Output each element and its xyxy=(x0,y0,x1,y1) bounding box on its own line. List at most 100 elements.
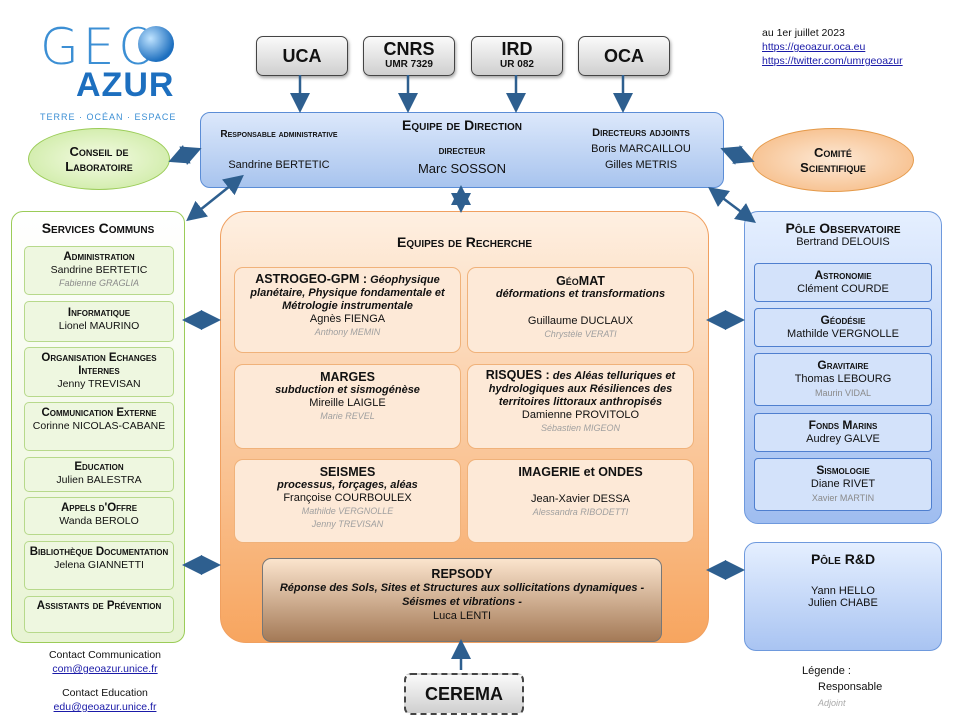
obs-gravitaire: Gravitaire Thomas LEBOURG Maurin VIDAL xyxy=(754,353,932,406)
service-name: Corinne NICOLAS-CABANE xyxy=(32,420,166,432)
team-lead: Jean-Xavier DESSA xyxy=(530,493,631,505)
comite-line2: Scientifique xyxy=(800,160,866,175)
contact-comm-email[interactable]: com@geoazur.unice.fr xyxy=(52,663,158,675)
deputies-title: Directeurs adjoints xyxy=(592,127,690,139)
team-lead: Damienne PROVITOLO xyxy=(521,409,640,421)
partner-uca: UCA xyxy=(256,36,348,76)
team-desc: des Aléas telluriques et hydrologiques a… xyxy=(488,370,676,408)
partner-name: CNRS xyxy=(383,39,435,59)
director-title: directeur xyxy=(438,145,486,157)
team-adjoint: Anthony MEMIN xyxy=(314,327,381,337)
partner-name: UCA xyxy=(282,46,322,66)
obs-fonds-marins: Fonds Marins Audrey GALVE xyxy=(754,413,932,452)
team-title: GéoMAT xyxy=(556,274,605,288)
obs-astronomie: Astronomie Clément COURDE xyxy=(754,263,932,302)
obs-adjoint: Maurin VIDAL xyxy=(814,388,872,398)
obs-title: Géodésie xyxy=(820,313,866,327)
observatoire-title: Pôle Observatoire xyxy=(785,220,901,236)
team-desc: Géophysique planétaire, Physique fondame… xyxy=(250,274,445,312)
obs-name: Mathilde VERGNOLLE xyxy=(787,328,899,340)
service-name: Jenny TREVISAN xyxy=(57,378,141,390)
team-adjoint: Marie REVEL xyxy=(320,411,375,421)
service-bibliotheque: Bibliothèque Documentation Jelena GIANNE… xyxy=(24,541,174,590)
team-risques: RISQUES : des Aléas telluriques et hydro… xyxy=(467,364,694,449)
team-adjoint-2: Jenny TREVISAN xyxy=(311,519,384,529)
team-title: MARGES xyxy=(320,370,375,384)
partner-name: OCA xyxy=(604,46,644,66)
conseil-laboratoire: Conseil de Laboratoire xyxy=(28,128,170,190)
team-desc: subduction et sismogénèse xyxy=(275,384,420,396)
team-lead: Françoise COURBOULEX xyxy=(283,492,412,504)
comite-scientifique: Comité Scientifique xyxy=(752,128,914,192)
info-twitter-link[interactable]: https://twitter.com/umrgeoazur xyxy=(762,55,903,67)
research-title: Equipes de Recherche xyxy=(396,234,533,250)
rd-name-1: Yann HELLO xyxy=(810,585,875,597)
obs-name: Clément COURDE xyxy=(797,283,889,295)
services-title: Services Communs xyxy=(41,220,155,236)
legend-adjoint: Adjoint xyxy=(818,698,846,708)
repsody-lead: Luca LENTI xyxy=(432,610,492,622)
service-communication: Communication Externe Corinne NICOLAS-CA… xyxy=(24,402,174,451)
team-adjoint: Mathilde VERGNOLLE xyxy=(301,506,394,516)
logo-tagline: TERRE · OCÉAN · ESPACE xyxy=(40,112,177,122)
obs-name: Thomas LEBOURG xyxy=(794,373,892,385)
service-title: Communication Externe xyxy=(41,407,157,419)
deputy-name-2: Gilles METRIS xyxy=(604,159,678,171)
arrow-comite xyxy=(720,145,755,165)
direction-box: Equipe de Direction Responsable administ… xyxy=(200,112,724,188)
conseil-line1: Conseil de xyxy=(69,144,129,159)
arrow-direction-services xyxy=(186,174,244,222)
legend-responsable: Responsable xyxy=(818,681,883,693)
legend: Légende : Responsable Adjoint xyxy=(802,663,922,711)
service-name: Lionel MAURINO xyxy=(58,320,140,332)
service-organisation: Organisation Echanges Internes Jenny TRE… xyxy=(24,347,174,397)
service-education: Education Julien BALESTRA xyxy=(24,457,174,492)
obs-title: Gravitaire xyxy=(817,358,869,372)
obs-title: Astronomie xyxy=(814,268,872,282)
team-desc: processus, forçages, aléas xyxy=(277,479,418,491)
service-name: Wanda BEROLO xyxy=(59,515,139,527)
admin-name: Sandrine BERTETIC xyxy=(228,159,330,171)
legend-title: Légende : xyxy=(802,665,851,677)
service-adjoint: Fabienne GRAGLIA xyxy=(58,278,140,288)
service-appels-offre: Appels d'Offre Wanda BEROLO xyxy=(24,497,174,535)
team-astrogeo: ASTROGEO-GPM : Géophysique planétaire, P… xyxy=(234,267,461,353)
service-title: Assistants de Prévention xyxy=(36,600,162,612)
observatoire-head: Bertrand DELOUIS xyxy=(796,236,890,248)
team-title: RISQUES : xyxy=(485,368,550,382)
partner-sub: UR 082 xyxy=(500,59,534,70)
pole-rd: Pôle R&D Yann HELLO Julien CHABE xyxy=(744,542,942,651)
team-adjoint: Chrystèle VERATI xyxy=(544,329,617,339)
rd-title: Pôle R&D xyxy=(810,551,876,567)
partner-oca: OCA xyxy=(578,36,670,76)
contact-edu-email[interactable]: edu@geoazur.unice.fr xyxy=(53,701,157,713)
team-title: IMAGERIE et ONDES xyxy=(518,465,643,479)
obs-name: Audrey GALVE xyxy=(806,433,880,445)
service-name: Jelena GIANNETTI xyxy=(54,559,144,571)
rd-name-2: Julien CHABE xyxy=(808,597,878,609)
obs-name: Diane RIVET xyxy=(810,478,876,490)
repsody-title: REPSODY xyxy=(431,567,493,581)
info-url-link[interactable]: https://geoazur.oca.eu xyxy=(762,41,866,53)
service-assistants-prevention: Assistants de Prévention xyxy=(24,596,174,633)
obs-sismologie: Sismologie Diane RIVET Xavier MARTIN xyxy=(754,458,932,511)
partner-sub: UMR 7329 xyxy=(385,59,433,70)
service-title: Education xyxy=(74,461,124,473)
team-lead: Guillaume DUCLAUX xyxy=(527,315,634,327)
comite-line1: Comité xyxy=(814,145,852,160)
service-title: Organisation Echanges Internes xyxy=(41,352,157,377)
globe-icon xyxy=(138,26,174,62)
service-name: Sandrine BERTETIC xyxy=(50,264,148,276)
team-seismes: SEISMES processus, forçages, aléas Franç… xyxy=(234,459,461,543)
team-desc: déformations et transformations xyxy=(495,288,666,300)
team-adjoint: Sébastien MIGEON xyxy=(540,423,621,433)
obs-adjoint: Xavier MARTIN xyxy=(811,493,875,503)
obs-title: Fonds Marins xyxy=(808,418,878,432)
obs-geodesie: Géodésie Mathilde VERGNOLLE xyxy=(754,308,932,347)
arrow-direction-observatoire xyxy=(708,187,756,223)
team-geomat: GéoMAT déformations et transformations G… xyxy=(467,267,694,353)
partner-cnrs: CNRS UMR 7329 xyxy=(363,36,455,76)
partner-name: IRD xyxy=(501,39,533,59)
services-communs: Services Communs Administration Sandrine… xyxy=(11,211,185,643)
service-title: Administration xyxy=(63,251,135,263)
